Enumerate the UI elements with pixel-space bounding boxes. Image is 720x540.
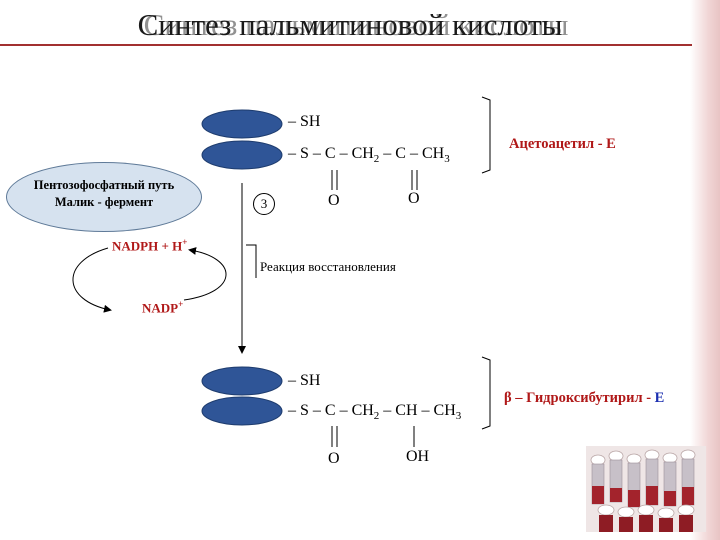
bottom-oxygen: O xyxy=(328,450,340,467)
title-ghost: Синтез пальмитиновой кислоты xyxy=(143,7,569,42)
cofactor-cycle-left xyxy=(72,247,112,313)
enzyme-ellipse-bottom-1 xyxy=(201,366,283,396)
cofactor-cycle-right xyxy=(183,247,227,301)
hydroxybutyryl-e-label: β – Гидроксибутирил - Е xyxy=(504,390,665,406)
reaction-bracket xyxy=(246,244,257,278)
top-chain-formula: – S – C – CH2 – C – CH3 xyxy=(288,145,450,166)
page-title: Синтез пальмитиновой кислоты Синтез паль… xyxy=(0,6,700,44)
bottom-hydroxyl: OH xyxy=(406,448,430,465)
step-number-circle: 3 xyxy=(253,193,275,215)
top-oxygen-1: O xyxy=(328,192,340,209)
title-text: Синтез пальмитиновой кислоты xyxy=(137,7,563,42)
title-underline xyxy=(0,44,692,46)
pentose-line-2: Малик - фермент xyxy=(54,195,154,209)
enzyme-ellipse-top-2 xyxy=(201,140,283,170)
enzyme-ellipse-top-1 xyxy=(201,109,283,139)
enzyme-ellipse-bottom-2 xyxy=(201,396,283,426)
pentose-line-1: Пентозофосфатный путь xyxy=(33,178,175,192)
reaction-label: Реакция восстановления xyxy=(260,259,396,274)
nadp-label: NADP+ xyxy=(142,299,184,316)
top-oxygen-2: O xyxy=(408,190,420,207)
top-sh-group: – SH xyxy=(288,113,321,130)
bottom-bracket xyxy=(481,356,491,430)
test-tubes-graphic xyxy=(586,446,706,532)
bottom-chain-formula: – S – C – CH2 – CH – CH3 xyxy=(288,402,462,423)
bottom-sh-group: – SH xyxy=(288,372,321,389)
acetoacetyl-e-label: Ацетоацетил - Е xyxy=(509,136,616,152)
pentose-pathway-ellipse: Пентозофосфатный путь Малик - фермент xyxy=(6,162,202,232)
test-tubes-photo xyxy=(586,446,706,532)
top-bracket xyxy=(481,96,491,174)
nadph-label: NADPH + H+ xyxy=(112,237,188,254)
